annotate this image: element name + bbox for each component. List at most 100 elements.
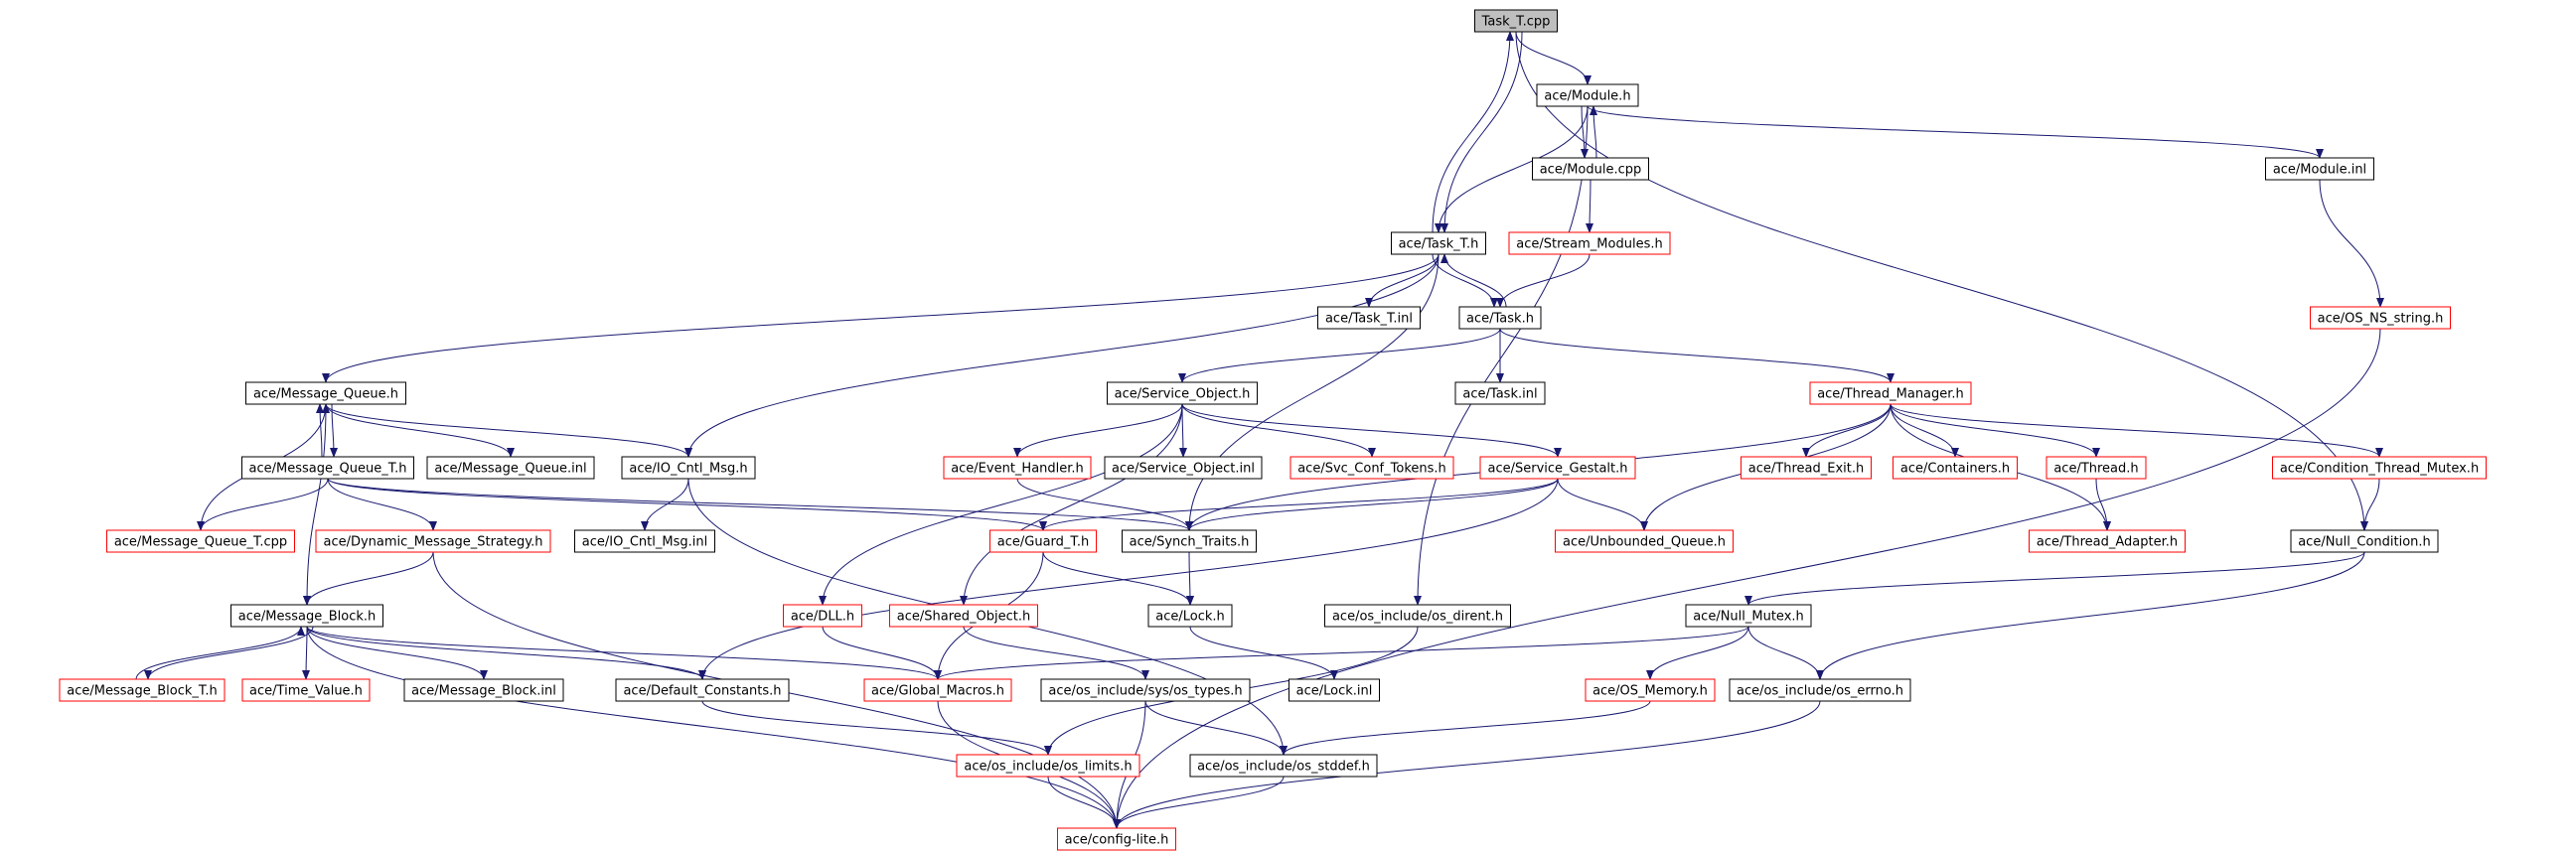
node-module-h[interactable]: ace/Module.h bbox=[1536, 83, 1639, 107]
node-service-object-h[interactable]: ace/Service_Object.h bbox=[1107, 381, 1258, 405]
node-box bbox=[989, 529, 1097, 553]
node-os-dirent-h[interactable]: ace/os_include/os_dirent.h bbox=[1324, 604, 1511, 628]
node-shared-object-h[interactable]: ace/Shared_Object.h bbox=[889, 604, 1038, 628]
node-null-mutex-h[interactable]: ace/Null_Mutex.h bbox=[1685, 604, 1812, 628]
node-condition-thread-mutex-h[interactable]: ace/Condition_Thread_Mutex.h bbox=[2272, 456, 2487, 480]
node-module-cpp[interactable]: ace/Module.cpp bbox=[1532, 157, 1649, 181]
edge-message-queue-t-h-to-dynamic-message-strategy-h bbox=[327, 478, 437, 531]
node-box bbox=[1555, 529, 1734, 553]
edge-synch-traits-h-to-lock-h bbox=[1185, 551, 1194, 606]
node-os-types-h[interactable]: ace/os_include/sys/os_types.h bbox=[1040, 678, 1251, 702]
node-containers-h[interactable]: ace/Containers.h bbox=[1893, 456, 2018, 480]
node-task-t-h[interactable]: ace/Task_T.h bbox=[1391, 231, 1486, 255]
node-dynamic-message-strategy-h[interactable]: ace/Dynamic_Message_Strategy.h bbox=[315, 529, 551, 553]
node-time-value-h[interactable]: ace/Time_Value.h bbox=[241, 678, 371, 702]
edge-null-mutex-h-to-global-macros-h bbox=[934, 626, 1749, 680]
edge-thread-manager-h-to-thread-h bbox=[1890, 403, 2100, 458]
node-guard-t-h[interactable]: ace/Guard_T.h bbox=[989, 529, 1097, 553]
node-null-condition-h[interactable]: ace/Null_Condition.h bbox=[2290, 529, 2439, 553]
node-default-constants-h[interactable]: ace/Default_Constants.h bbox=[615, 678, 790, 702]
node-box bbox=[1508, 231, 1671, 255]
node-label: Task_T.cpp bbox=[1481, 15, 1551, 30]
node-label: ace/Thread_Manager.h bbox=[1817, 387, 1964, 402]
node-message-queue-h[interactable]: ace/Message_Queue.h bbox=[245, 381, 406, 405]
node-os-ns-string-h[interactable]: ace/OS_NS_string.h bbox=[2310, 306, 2451, 330]
node-box bbox=[2290, 529, 2439, 553]
node-io-cntl-msg-h[interactable]: ace/IO_Cntl_Msg.h bbox=[621, 456, 756, 480]
node-task-t-cpp[interactable]: Task_T.cpp bbox=[1474, 9, 1558, 33]
node-message-queue-t-h[interactable]: ace/Message_Queue_T.h bbox=[241, 456, 414, 480]
node-message-queue-t-cpp[interactable]: ace/Message_Queue_T.cpp bbox=[106, 529, 295, 553]
node-box bbox=[315, 529, 551, 553]
edge-null-mutex-h-to-os-errno-h bbox=[1747, 626, 1824, 680]
edge-message-queue-t-h-to-message-queue-h bbox=[316, 403, 325, 458]
edge-thread-h-to-thread-adapter-h bbox=[2095, 478, 2111, 531]
node-box bbox=[106, 529, 295, 553]
node-box bbox=[1107, 381, 1258, 405]
node-label: ace/Message_Queue_T.h bbox=[249, 462, 407, 477]
edge-shared-object-h-to-os-types-h bbox=[963, 626, 1149, 680]
edge-lock-h-to-lock-inl bbox=[1189, 626, 1338, 680]
node-label: ace/Null_Condition.h bbox=[2298, 535, 2431, 550]
edge-service-object-h-to-shared-object-h bbox=[960, 403, 1183, 606]
node-label: ace/Svc_Conf_Tokens.h bbox=[1297, 462, 1446, 477]
edge-task-t-h-to-synch-traits-h bbox=[1185, 253, 1440, 531]
edge-module-cpp-to-stream-modules-h bbox=[1586, 179, 1594, 233]
node-label: ace/Service_Gestalt.h bbox=[1487, 462, 1627, 477]
node-svc-conf-tokens-h[interactable]: ace/Svc_Conf_Tokens.h bbox=[1289, 456, 1454, 480]
edge-task-t-cpp-to-null-condition-h bbox=[1515, 31, 2368, 531]
node-dll-h[interactable]: ace/DLL.h bbox=[783, 604, 862, 628]
node-os-memory-h[interactable]: ace/OS_Memory.h bbox=[1585, 678, 1716, 702]
edge-task-t-cpp-to-module-h bbox=[1515, 31, 1591, 85]
node-label: ace/Synch_Traits.h bbox=[1130, 535, 1250, 550]
edge-message-block-t-h-to-message-block-h bbox=[135, 626, 305, 680]
node-lock-inl[interactable]: ace/Lock.inl bbox=[1288, 678, 1380, 702]
node-os-errno-h[interactable]: ace/os_include/os_errno.h bbox=[1729, 678, 1911, 702]
node-synch-traits-h[interactable]: ace/Synch_Traits.h bbox=[1122, 529, 1257, 553]
node-message-block-t-h[interactable]: ace/Message_Block_T.h bbox=[59, 678, 226, 702]
edge-message-block-h-to-config-lite-h bbox=[306, 626, 1121, 829]
node-os-limits-h[interactable]: ace/os_include/os_limits.h bbox=[956, 754, 1140, 778]
node-box bbox=[621, 456, 756, 480]
node-lock-h[interactable]: ace/Lock.h bbox=[1147, 604, 1233, 628]
node-io-cntl-msg-inl[interactable]: ace/IO_Cntl_Msg.inl bbox=[574, 529, 715, 553]
node-box bbox=[1289, 456, 1454, 480]
node-event-handler-h[interactable]: ace/Event_Handler.h bbox=[943, 456, 1092, 480]
node-label: ace/Null_Mutex.h bbox=[1693, 610, 1804, 625]
node-service-object-inl[interactable]: ace/Service_Object.inl bbox=[1104, 456, 1263, 480]
node-box bbox=[863, 678, 1012, 702]
edge-os-limits-h-to-config-lite-h bbox=[1047, 776, 1121, 829]
node-box bbox=[426, 456, 595, 480]
node-box bbox=[1585, 678, 1716, 702]
node-os-stddef-h[interactable]: ace/os_include/os_stddef.h bbox=[1189, 754, 1378, 778]
node-message-block-h[interactable]: ace/Message_Block.h bbox=[230, 604, 383, 628]
node-message-queue-inl[interactable]: ace/Message_Queue.inl bbox=[426, 456, 595, 480]
node-stream-modules-h[interactable]: ace/Stream_Modules.h bbox=[1508, 231, 1671, 255]
node-unbounded-queue-h[interactable]: ace/Unbounded_Queue.h bbox=[1555, 529, 1734, 553]
node-task-t-inl[interactable]: ace/Task_T.inl bbox=[1317, 306, 1421, 330]
node-box bbox=[1532, 157, 1649, 181]
node-label: ace/Module.cpp bbox=[1540, 163, 1642, 178]
node-box bbox=[783, 604, 862, 628]
node-message-block-inl[interactable]: ace/Message_Block.inl bbox=[403, 678, 564, 702]
node-thread-h[interactable]: ace/Thread.h bbox=[2046, 456, 2147, 480]
node-module-inl[interactable]: ace/Module.inl bbox=[2265, 157, 2374, 181]
node-task-h[interactable]: ace/Task.h bbox=[1458, 306, 1542, 330]
edge-event-handler-h-to-synch-traits-h bbox=[1016, 478, 1193, 531]
node-task-inl[interactable]: ace/Task.inl bbox=[1454, 381, 1546, 405]
node-thread-exit-h[interactable]: ace/Thread_Exit.h bbox=[1741, 456, 1872, 480]
node-label: ace/Message_Queue_T.cpp bbox=[114, 535, 287, 550]
node-thread-manager-h[interactable]: ace/Thread_Manager.h bbox=[1809, 381, 1972, 405]
node-thread-adapter-h[interactable]: ace/Thread_Adapter.h bbox=[2029, 529, 2186, 553]
edge-os-memory-h-to-os-stddef-h bbox=[1280, 700, 1651, 756]
edge-service-object-h-to-service-object-inl bbox=[1178, 403, 1187, 458]
node-service-gestalt-h[interactable]: ace/Service_Gestalt.h bbox=[1479, 456, 1636, 480]
node-box bbox=[241, 456, 414, 480]
edge-message-queue-h-to-message-queue-inl bbox=[325, 403, 515, 458]
node-label: ace/os_include/os_errno.h bbox=[1737, 684, 1903, 699]
node-global-macros-h[interactable]: ace/Global_Macros.h bbox=[863, 678, 1012, 702]
node-box bbox=[615, 678, 790, 702]
node-box bbox=[1893, 456, 2018, 480]
node-config-lite-h[interactable]: ace/config-lite.h bbox=[1057, 827, 1176, 851]
node-label: ace/Task_T.h bbox=[1399, 237, 1479, 252]
